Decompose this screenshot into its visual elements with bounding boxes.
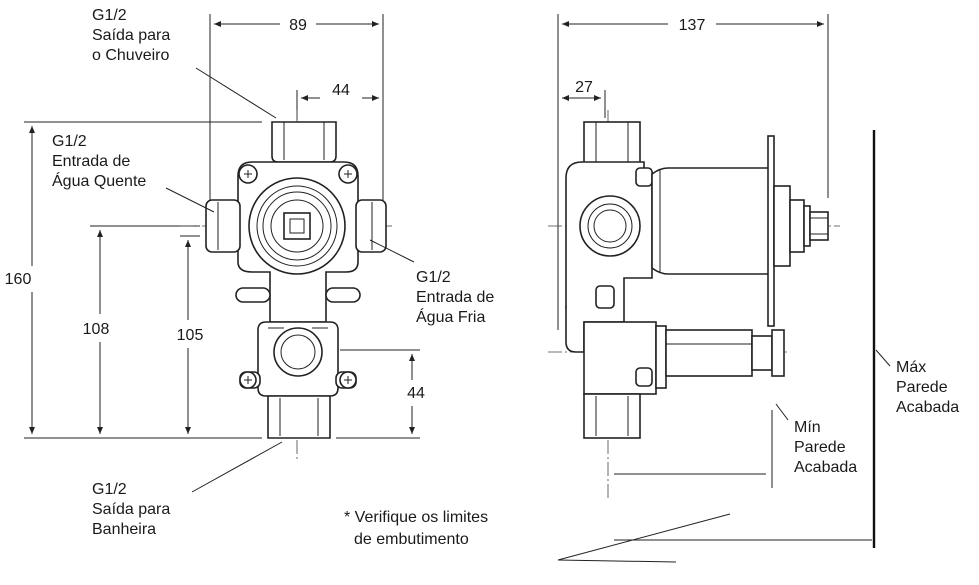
callout-bath-outlet: G1/2 Saída para Banheira (92, 481, 170, 538)
valve-body-side (565, 121, 829, 439)
shower-outlet-label-2: o Chuveiro (92, 47, 169, 64)
hot-inlet-label-1: Entrada de (52, 153, 130, 170)
callout-shower-outlet: G1/2 Saída para o Chuveiro (92, 7, 170, 64)
note-line-2: de embutimento (354, 531, 469, 548)
shower-outlet-thread: G1/2 (92, 7, 127, 24)
dim-depth-137: 137 (679, 17, 706, 34)
dim-offset-top-44: 44 (332, 82, 350, 99)
dim-height-160: 160 (5, 271, 32, 288)
callout-cold-inlet: G1/2 Entrada de Água Fria (416, 269, 494, 326)
front-leader-lines (165, 67, 415, 493)
side-view (548, 14, 891, 563)
cold-inlet-thread: G1/2 (416, 269, 451, 286)
wall-label-leaders (775, 349, 891, 421)
wall-min-label-3: Acabada (794, 459, 857, 476)
note-line-1: * Verifique os limites (344, 509, 488, 526)
cold-inlet-label-1: Entrada de (416, 289, 494, 306)
embedding-note: * Verifique os limites de embutimento (344, 509, 488, 548)
shower-outlet-label-1: Saída para (92, 27, 170, 44)
cold-inlet-label-2: Água Fria (416, 307, 485, 326)
wall-min-label-1: Mín (794, 419, 821, 436)
hot-inlet-thread: G1/2 (52, 133, 87, 150)
dim-depth-27: 27 (575, 79, 593, 96)
wall-max-label-2: Parede (896, 379, 948, 396)
front-dimension-lines (29, 21, 415, 434)
hot-inlet-label-2: Água Quente (52, 171, 146, 190)
label-wall-max: Máx Parede Acabada (896, 359, 959, 416)
callout-hot-inlet: G1/2 Entrada de Água Quente (52, 133, 146, 190)
label-wall-min: Mín Parede Acabada (794, 419, 857, 476)
dim-offset-bottom-44: 44 (407, 385, 425, 402)
side-extension-lines (557, 14, 872, 541)
side-dimension-lines (562, 21, 824, 101)
wall-max-label-3: Acabada (896, 399, 959, 416)
valve-body-front (205, 121, 387, 439)
bath-outlet-label-2: Banheira (92, 521, 156, 538)
dim-height-105: 105 (177, 327, 204, 344)
front-view (24, 14, 420, 493)
finished-wall-lines (557, 130, 876, 563)
dim-height-108: 108 (83, 321, 110, 338)
dim-width-89: 89 (289, 17, 307, 34)
front-extension-lines (24, 14, 420, 439)
bath-outlet-thread: G1/2 (92, 481, 127, 498)
wall-min-label-2: Parede (794, 439, 846, 456)
bath-outlet-label-1: Saída para (92, 501, 170, 518)
wall-max-label-1: Máx (896, 359, 926, 376)
